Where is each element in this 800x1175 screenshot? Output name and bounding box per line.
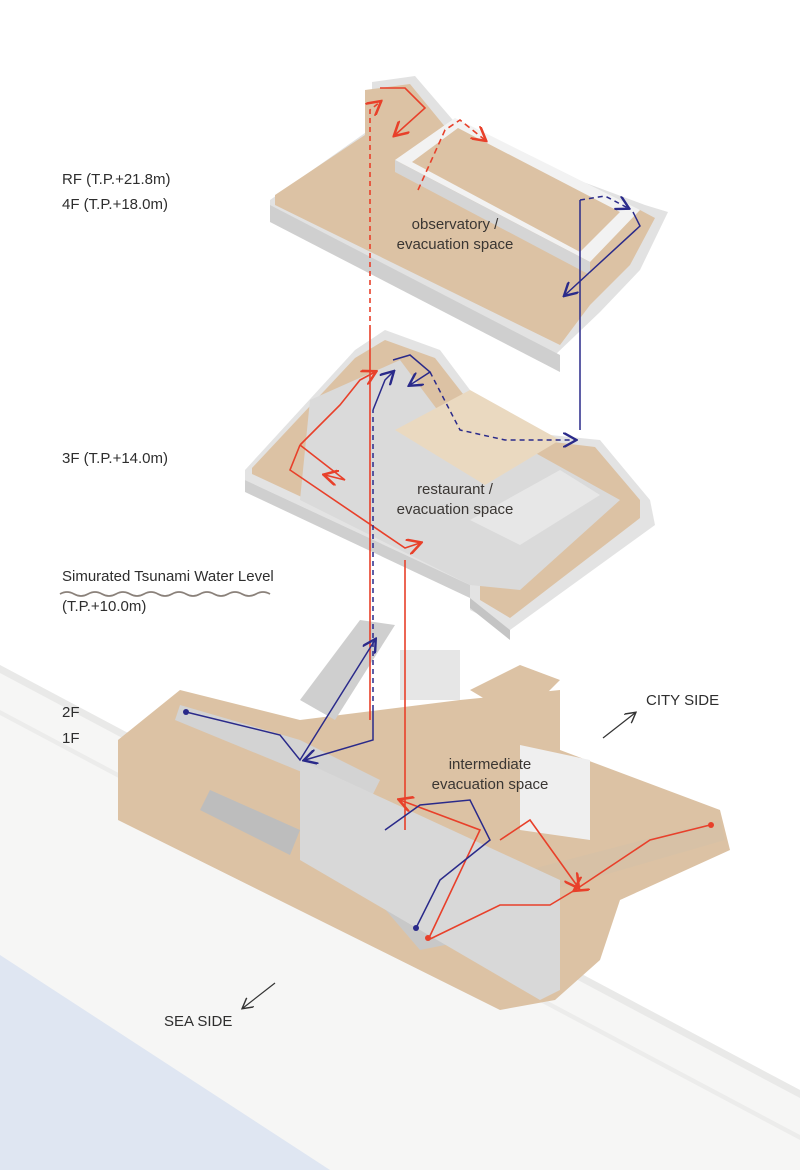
- level-label-1f: 1F: [62, 730, 80, 747]
- level-label-2f: 2F: [62, 704, 80, 721]
- space-label-line: intermediate: [448, 756, 532, 773]
- level-label-rf: RF (T.P.+21.8m): [62, 171, 171, 188]
- space-label-restaurant: restaurant / evacuation space: [385, 480, 525, 520]
- tsunami-wave-line: [59, 591, 271, 597]
- tsunami-level-title: Simurated Tsunami Water Level: [62, 568, 274, 585]
- city-side-arrow-icon: [602, 713, 635, 739]
- blue-evacuation-route: [183, 195, 641, 931]
- level-label-4f: 4F (T.P.+18.0m): [62, 196, 169, 213]
- space-label-line: restaurant /: [417, 481, 493, 498]
- space-label-line: evacuation space: [396, 501, 514, 518]
- sea-side-label: SEA SIDE: [164, 1013, 233, 1030]
- red-evacuation-route: [289, 87, 714, 941]
- sea-area: [0, 955, 330, 1170]
- space-label-line: observatory /: [411, 216, 499, 233]
- floor-3f-slab: [245, 330, 655, 640]
- city-side-label: CITY SIDE: [646, 692, 720, 709]
- tsunami-level-value: (T.P.+10.0m): [62, 598, 147, 615]
- sea-side-arrow-icon: [243, 982, 276, 1008]
- space-label-observatory: observatory / evacuation space: [385, 215, 525, 255]
- space-label-line: evacuation space: [396, 236, 514, 253]
- space-label-intermediate: intermediate evacuation space: [420, 755, 560, 795]
- level-label-3f: 3F (T.P.+14.0m): [62, 450, 169, 467]
- space-label-line: evacuation space: [431, 776, 549, 793]
